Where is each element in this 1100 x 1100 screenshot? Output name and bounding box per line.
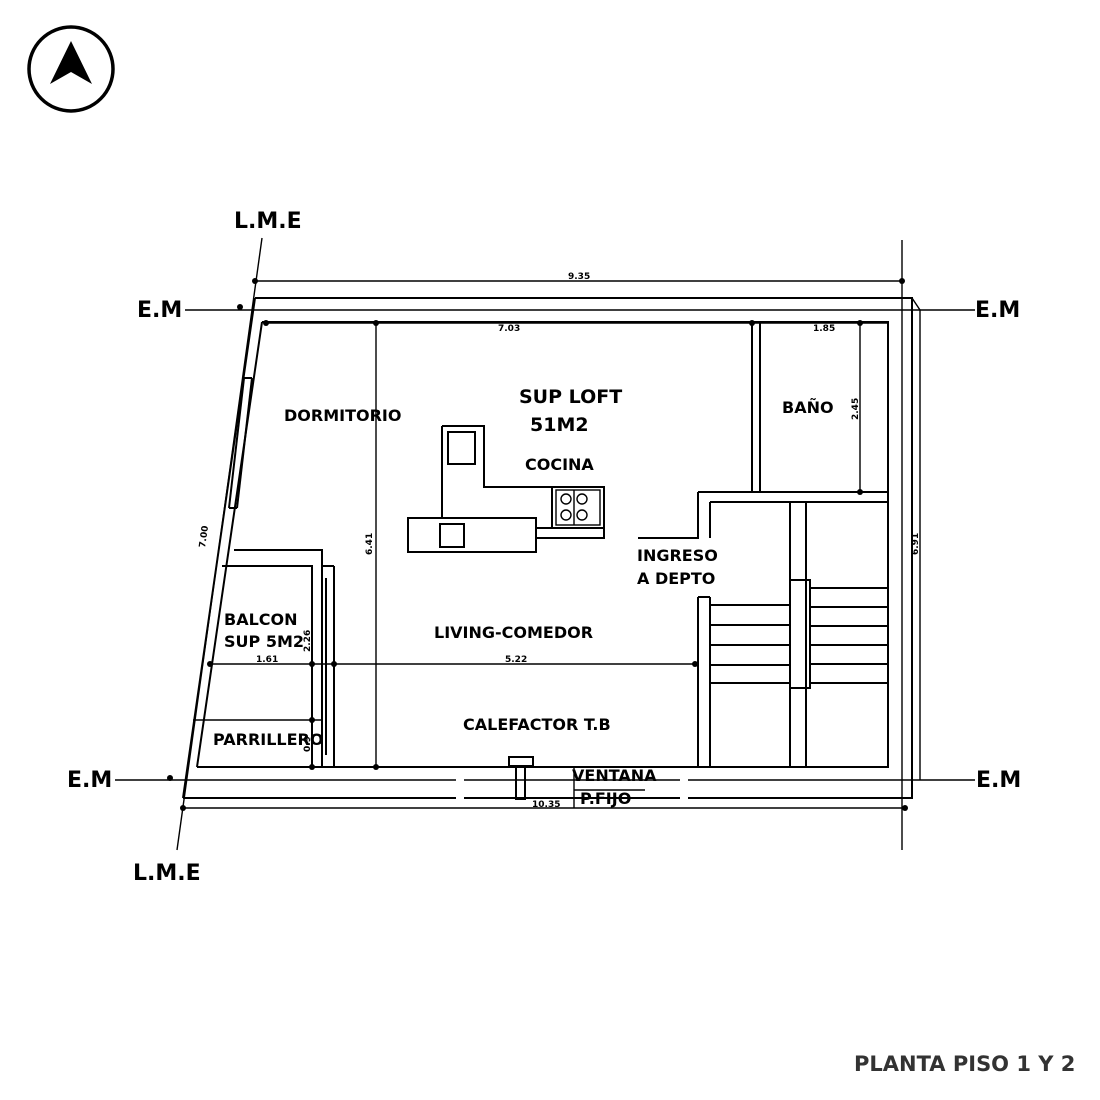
dim-top-total: 9.35 <box>568 272 590 282</box>
dim-bano-width: 1.85 <box>813 324 835 334</box>
calefactor-label: CALEFACTOR T.B <box>463 715 611 734</box>
sup-loft-title: SUP LOFT <box>519 386 622 408</box>
plan-title: PLANTA PISO 1 Y 2 <box>854 1052 1075 1076</box>
dim-living-width: 5.22 <box>505 655 527 665</box>
balcon-label-line1: BALCON <box>224 610 298 629</box>
dormitorio-label: DORMITORIO <box>284 406 401 425</box>
em-top-right-label: E.M <box>975 298 1020 323</box>
staircase <box>697 502 888 767</box>
ventana-opening <box>456 768 688 808</box>
dim-balcon-height: 2.26 <box>303 630 313 652</box>
balcon-wall <box>234 549 323 767</box>
dim-parrillero-height: 0.9 <box>303 736 313 752</box>
cocina-label: COCINA <box>525 455 594 474</box>
ingreso-label-line2: A DEPTO <box>637 569 715 588</box>
dim-inner-top: 7.03 <box>498 324 520 334</box>
dimension-inner-top <box>263 320 888 326</box>
dim-center-height: 6.41 <box>365 533 375 555</box>
balcon-door <box>322 565 335 767</box>
balcon-label-line2: SUP 5M2 <box>224 632 304 651</box>
em-top-left-label: E.M <box>137 298 182 323</box>
pfijo-label: P.FIJO <box>580 789 631 808</box>
dim-balcon-width: 1.61 <box>256 655 278 665</box>
stove-icon <box>551 486 605 529</box>
em-bottom-right-label: E.M <box>976 768 1021 793</box>
calefactor-icon <box>508 756 534 800</box>
dim-bottom-total: 10.35 <box>532 800 560 810</box>
bano-walls <box>638 322 888 539</box>
parrillero-label: PARRILLERO <box>213 730 323 749</box>
dim-right-side: 6.91 <box>911 533 921 555</box>
ingreso-label-line1: INGRESO <box>637 546 718 565</box>
living-label: LIVING-COMEDOR <box>434 623 593 642</box>
ventana-label: VENTANA <box>572 766 657 785</box>
sup-loft-area: 51M2 <box>530 414 589 436</box>
kitchen-sink-icon <box>447 431 476 465</box>
dormitorio-window <box>228 377 253 509</box>
north-arrow-icon <box>27 25 115 113</box>
bano-label: BAÑO <box>782 398 834 417</box>
dim-bano-height: 2.45 <box>851 398 861 420</box>
lme-top-label: L.M.E <box>234 209 302 234</box>
em-bottom-left-label: E.M <box>67 768 112 793</box>
kitchen-counter <box>407 425 605 553</box>
dim-left-side: 7.00 <box>198 525 211 548</box>
lme-bottom-label: L.M.E <box>133 861 201 886</box>
dimension-top-total <box>252 278 905 284</box>
